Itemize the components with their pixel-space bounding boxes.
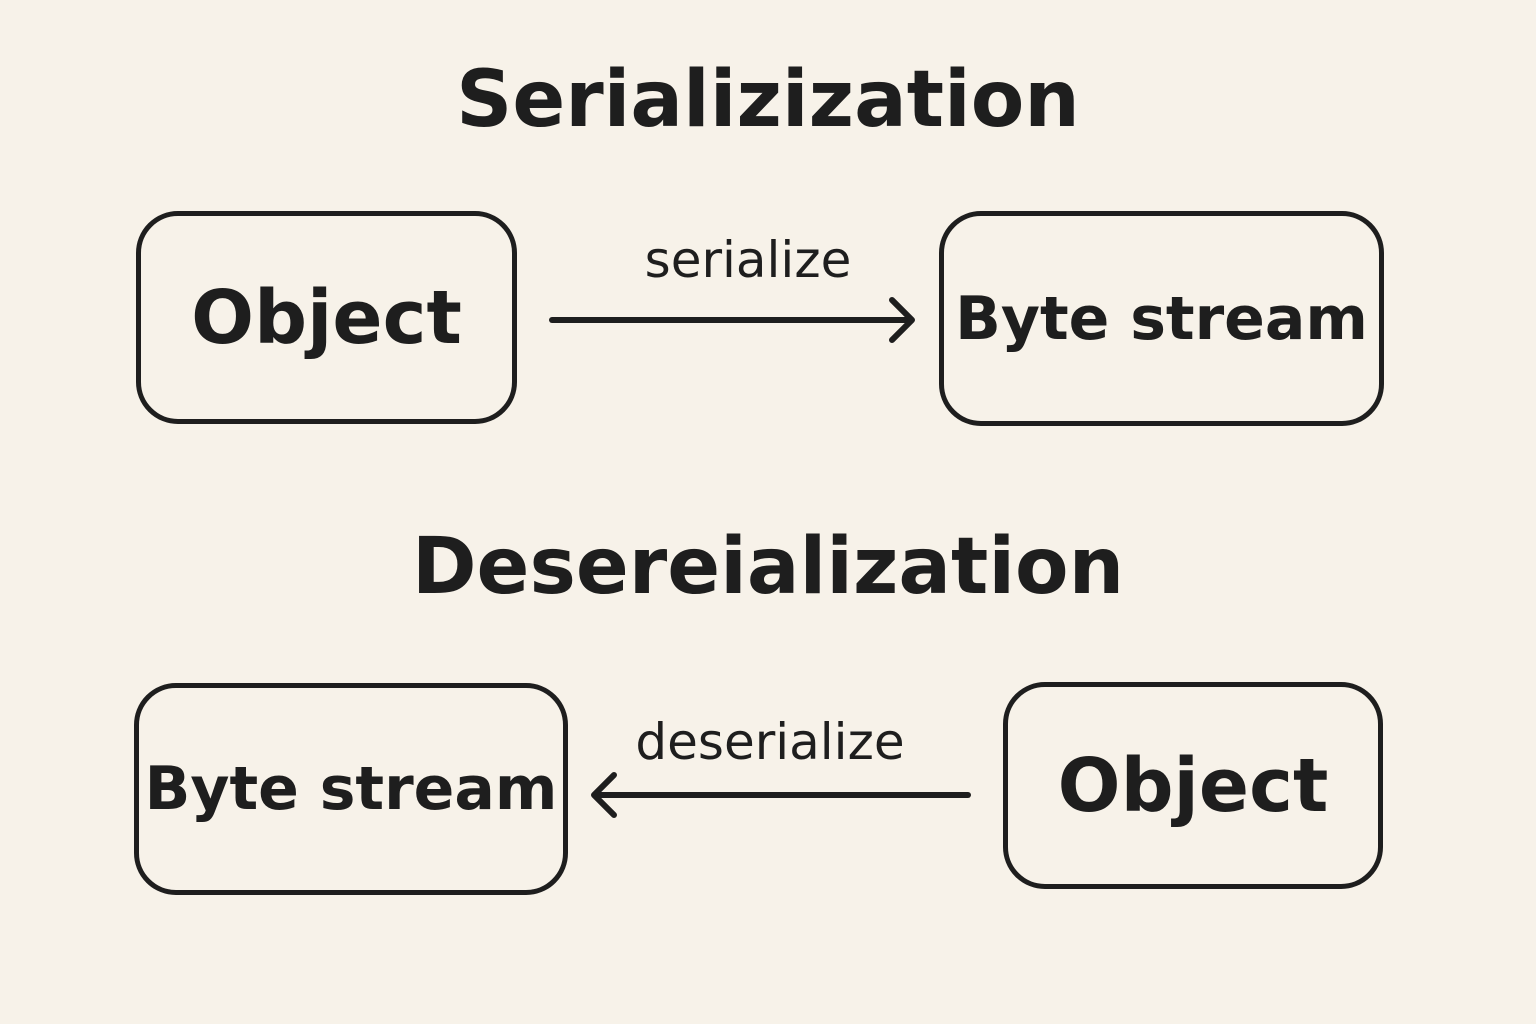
serialize-arrow xyxy=(549,297,915,343)
deserialization-object-box: Object xyxy=(1003,682,1383,889)
deserialize-arrow-label: deserialize xyxy=(635,713,905,771)
serialization-object-label: Object xyxy=(191,274,462,361)
serialize-arrow-label: serialize xyxy=(644,231,852,289)
serialization-byte-stream-label: Byte stream xyxy=(955,283,1368,354)
deserialization-object-label: Object xyxy=(1057,742,1329,829)
deserialize-arrow xyxy=(591,772,971,818)
deserialization-byte-stream-label: Byte stream xyxy=(144,754,558,824)
serialization-byte-stream-box: Byte stream xyxy=(939,211,1384,426)
serialization-title: Serializization xyxy=(456,55,1080,145)
deserialization-byte-stream-box: Byte stream xyxy=(134,683,568,895)
serialize-arrowhead-icon xyxy=(889,297,915,343)
deserialization-title: Desereialization xyxy=(411,522,1125,612)
deserialize-arrowhead-icon xyxy=(591,772,617,818)
serialization-object-box: Object xyxy=(136,211,517,424)
